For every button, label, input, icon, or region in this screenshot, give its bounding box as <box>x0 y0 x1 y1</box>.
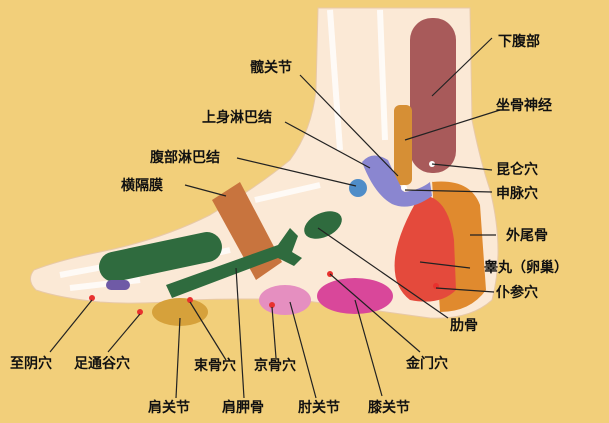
toe-purple-zone <box>106 280 130 290</box>
label-coccyx: 外尾骨 <box>506 227 548 244</box>
abdominal-lymph-zone <box>349 179 367 197</box>
label-rib: 肋骨 <box>450 317 478 334</box>
elbow-zone <box>259 285 311 315</box>
label-testis-ovary: 睾丸（卵巢） <box>484 259 568 276</box>
label-zutonggu-point: 足通谷穴 <box>74 355 130 372</box>
label-sacroiliac-joint: 髋关节 <box>250 59 292 76</box>
label-lower-abdomen: 下腹部 <box>498 33 540 50</box>
label-jinmen-point: 金门穴 <box>405 355 448 372</box>
label-shenmai-point: 申脉穴 <box>496 185 538 202</box>
label-elbow-joint: 肘关节 <box>298 399 340 416</box>
label-pucan-point: 仆参穴 <box>496 284 538 301</box>
label-scapula: 肩胛骨 <box>222 399 264 416</box>
label-jinggu-point: 京骨穴 <box>254 357 296 374</box>
label-shoulder-joint: 肩关节 <box>148 399 190 416</box>
label-shugu-point: 束骨穴 <box>194 357 236 374</box>
sciatic-nerve-zone <box>394 105 412 185</box>
label-abdominal-lymph: 腹部淋巴结 <box>150 149 220 166</box>
label-upper-lymph: 上身淋巴结 <box>202 109 272 126</box>
label-zhiyin-point: 至阴穴 <box>10 355 52 372</box>
label-diaphragm: 横隔膜 <box>121 177 163 194</box>
label-knee-joint: 膝关节 <box>368 399 410 416</box>
label-kunlun-point: 昆仑穴 <box>496 161 538 178</box>
label-sciatic-nerve: 坐骨神经 <box>496 97 552 114</box>
